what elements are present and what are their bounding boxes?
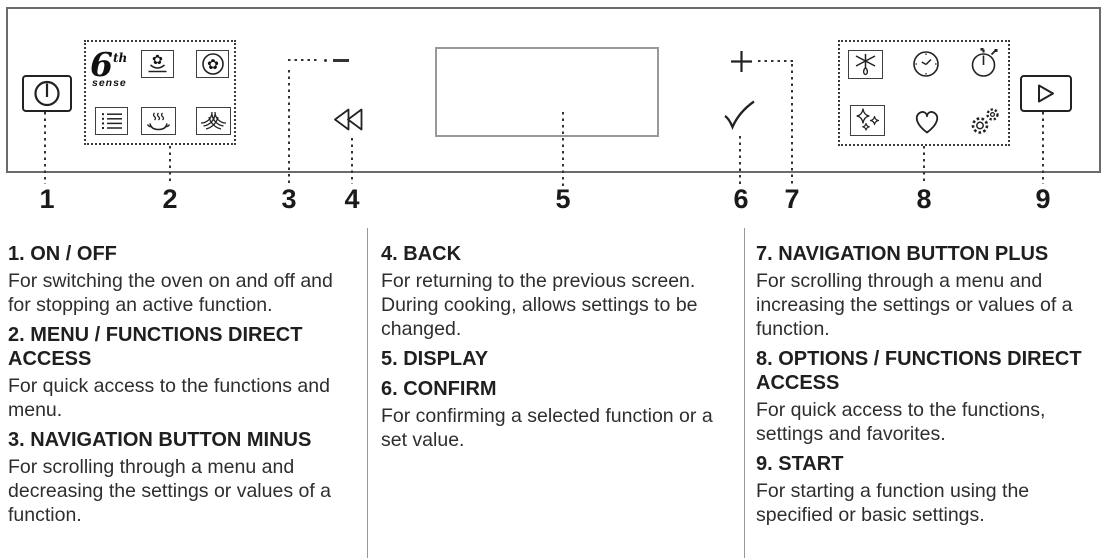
defrost-button[interactable] (848, 50, 883, 79)
favorites-button[interactable] (911, 107, 943, 135)
check-icon (724, 100, 755, 130)
fan-button[interactable]: ✿ (196, 50, 229, 78)
callout-2: 2 (162, 184, 178, 214)
back-icon (334, 108, 363, 131)
settings-button[interactable] (968, 106, 1001, 136)
leader-line-6 (739, 136, 742, 184)
power-button[interactable] (22, 75, 72, 112)
legend-title-start: 9. START (756, 453, 844, 475)
leader-line-3-h (288, 59, 318, 62)
callout-9: 9 (1035, 184, 1051, 214)
callout-3: 3 (281, 184, 297, 214)
menu-functions-group: 6th sense ✿ ✿ (84, 40, 236, 145)
leader-line-8 (923, 146, 926, 184)
svg-text:✿: ✿ (207, 56, 219, 72)
legend-title-options: 8. OPTIONS / FUNCTIONS DIRECT ACCESS (756, 348, 1082, 394)
menu-list-button[interactable] (95, 107, 128, 135)
menu-list-icon (101, 113, 122, 129)
legend-column-3: 7. NAVIGATION BUTTON PLUS For scrolling … (745, 228, 1109, 558)
legend-body-options: For quick access to the functions, setti… (756, 399, 1046, 445)
leader-line-4 (351, 138, 354, 184)
fan-bake-icon: ✿ (148, 53, 167, 72)
legend-body-minus: For scrolling through a menu and decreas… (8, 456, 332, 526)
leader-line-7-h (758, 60, 794, 63)
fan-icon: ✿ (201, 53, 224, 75)
legend-title-confirm: 6. CONFIRM (381, 378, 497, 400)
callout-1: 1 (39, 184, 55, 214)
steam-button[interactable] (141, 107, 176, 135)
svg-text:✿: ✿ (152, 53, 163, 67)
legend-title-minus: 3. NAVIGATION BUTTON MINUS (8, 429, 312, 451)
heart-icon (915, 111, 939, 134)
legend-column-2: 4. BACK For returning to the previous sc… (368, 228, 745, 558)
back-button[interactable] (331, 106, 364, 133)
plus-button[interactable] (729, 49, 754, 74)
callout-4: 4 (344, 184, 360, 214)
legend-body-confirm: For confirming a selected function or a … (381, 405, 713, 451)
confirm-button[interactable] (722, 99, 758, 131)
legend-title-on-off: 1. ON / OFF (8, 243, 117, 265)
leader-line-5 (562, 112, 565, 186)
legend-body-start: For starting a function using the specif… (756, 480, 1030, 526)
leader-line-3 (288, 70, 291, 184)
start-icon (1038, 84, 1054, 103)
callout-5: 5 (555, 184, 571, 214)
legend-body-plus: For scrolling through a menu and increas… (756, 270, 1073, 340)
leader-line-1 (44, 112, 47, 184)
start-button[interactable] (1020, 75, 1072, 112)
legend-title-back: 4. BACK (381, 243, 462, 265)
options-group (838, 40, 1010, 146)
legend-body-on-off: For switching the oven on and off and fo… (8, 270, 333, 316)
display-panel (435, 47, 659, 137)
callout-7: 7 (784, 184, 800, 214)
legend-title-plus: 7. NAVIGATION BUTTON PLUS (756, 243, 1049, 265)
clock-button[interactable] (911, 49, 941, 79)
minus-icon[interactable] (333, 59, 349, 62)
clock-icon (913, 51, 939, 77)
steam-dish-icon (146, 112, 171, 130)
leader-dot-3 (324, 59, 327, 62)
clean-button[interactable] (850, 105, 885, 136)
sparkle-clean-icon (856, 108, 880, 131)
leader-line-2 (169, 146, 172, 184)
timer-button[interactable] (968, 46, 1001, 79)
legend-body-back-1: For returning to the previous screen. (381, 270, 696, 292)
legend: 1. ON / OFF For switching the oven on an… (0, 228, 1109, 558)
defrost-icon (855, 53, 876, 75)
legend-body-menu: For quick access to the functions and me… (8, 375, 330, 421)
control-panel-diagram: 1 6th sense ✿ ✿ (0, 0, 1109, 228)
leader-line-9 (1042, 112, 1045, 184)
gears-icon (971, 108, 999, 134)
grill-button[interactable] (196, 107, 231, 135)
callout-8: 8 (916, 184, 932, 214)
callout-6: 6 (733, 184, 749, 214)
grill-waves-icon (200, 111, 227, 130)
fan-bake-button[interactable]: ✿ (141, 50, 174, 78)
leader-line-7 (791, 64, 794, 184)
power-icon (34, 80, 60, 107)
legend-title-menu: 2. MENU / FUNCTIONS DIRECT ACCESS (8, 324, 303, 370)
timer-icon (971, 48, 998, 77)
legend-column-1: 1. ON / OFF For switching the oven on an… (0, 228, 368, 558)
legend-body-back-2: During cooking, allows settings to be ch… (381, 294, 698, 340)
legend-title-display: 5. DISPLAY (381, 348, 489, 370)
plus-icon (731, 51, 752, 72)
sixth-sense-logo[interactable]: 6th sense (90, 45, 128, 89)
